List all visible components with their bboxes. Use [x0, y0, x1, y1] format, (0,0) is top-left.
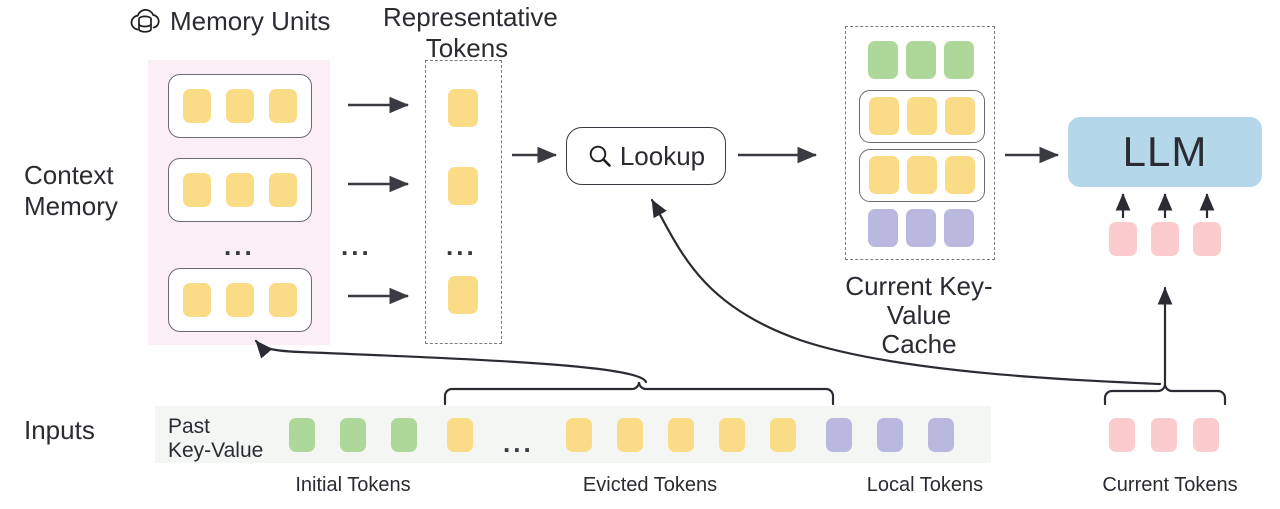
brace-current-tokens	[1103, 383, 1227, 406]
kv-token	[868, 41, 898, 79]
memory-token	[226, 283, 254, 317]
memory-units-ellipsis: ...	[224, 231, 255, 261]
llm-input-token	[1193, 222, 1221, 256]
input-token-initial	[391, 418, 417, 452]
kv-token	[907, 156, 937, 194]
input-token-local	[877, 418, 903, 452]
memory-token	[183, 283, 211, 317]
context-memory-panel: ...	[148, 60, 330, 345]
memory-token	[226, 89, 254, 123]
memory-token	[269, 283, 297, 317]
input-token-current	[1193, 418, 1219, 452]
lookup-label: Lookup	[619, 140, 706, 171]
arrow-evicted-to-context-memory	[254, 339, 648, 384]
caption-evicted-tokens: Evicted Tokens	[582, 474, 718, 496]
representative-token	[448, 167, 478, 205]
memory-unit[interactable]	[168, 74, 312, 138]
kv-token	[906, 209, 936, 247]
input-token-local	[928, 418, 954, 452]
row-label-context-memory: Context Memory	[24, 160, 118, 221]
memory-token	[226, 173, 254, 207]
kv-token	[945, 156, 975, 194]
kv-row-retrieved	[859, 149, 985, 202]
llm-input-token	[1109, 222, 1137, 256]
kv-token	[945, 97, 975, 135]
input-token-initial	[289, 418, 315, 452]
caption-local-tokens: Local Tokens	[866, 474, 984, 496]
memory-token	[183, 173, 211, 207]
memory-unit[interactable]	[168, 268, 312, 332]
representative-tokens-ellipsis: ...	[446, 231, 477, 261]
kv-row-retrieved	[859, 90, 985, 143]
input-token-evicted	[447, 418, 473, 452]
kv-token	[906, 41, 936, 79]
kv-token	[907, 97, 937, 135]
kv-token	[869, 156, 899, 194]
kv-row-initial	[868, 41, 974, 81]
llm-block[interactable]: LLM	[1068, 117, 1262, 187]
representative-tokens-label: Representative Tokens	[383, 2, 558, 63]
input-token-local	[826, 418, 852, 452]
input-token-evicted	[770, 418, 796, 452]
input-token-evicted	[566, 418, 592, 452]
kv-token	[944, 41, 974, 79]
memory-token	[183, 89, 211, 123]
memory-unit[interactable]	[168, 158, 312, 222]
input-token-current	[1109, 418, 1135, 452]
input-token-evicted	[668, 418, 694, 452]
input-token-evicted	[719, 418, 745, 452]
kv-token	[944, 209, 974, 247]
caption-initial-tokens: Initial Tokens	[295, 474, 411, 496]
input-ellipsis: ...	[503, 428, 534, 458]
input-token-current	[1151, 418, 1177, 452]
kv-token	[869, 97, 899, 135]
memory-token	[269, 89, 297, 123]
representative-token	[448, 276, 478, 314]
llm-label: LLM	[1122, 128, 1208, 175]
representative-token	[448, 89, 478, 127]
current-kv-cache-box	[845, 26, 995, 260]
current-kv-cache-label: Current Key-Value Cache	[845, 271, 993, 359]
kv-row-local	[868, 209, 974, 249]
kv-token	[868, 209, 898, 247]
brace-evicted-tokens	[443, 381, 835, 406]
lookup-button[interactable]: Lookup	[566, 127, 726, 185]
mid-ellipsis: ...	[341, 231, 372, 261]
input-token-initial	[340, 418, 366, 452]
llm-input-token	[1151, 222, 1179, 256]
representative-tokens-box: ... ...	[341, 60, 502, 344]
input-token-evicted	[617, 418, 643, 452]
caption-current-tokens: Current Tokens	[1102, 474, 1238, 496]
memory-token	[269, 173, 297, 207]
cloud-database-icon	[128, 4, 162, 38]
search-icon	[587, 143, 613, 169]
row-label-inputs: Inputs	[24, 415, 95, 445]
memory-units-label: Memory Units	[170, 6, 331, 36]
past-key-value-label: Past Key-Value	[168, 415, 264, 462]
